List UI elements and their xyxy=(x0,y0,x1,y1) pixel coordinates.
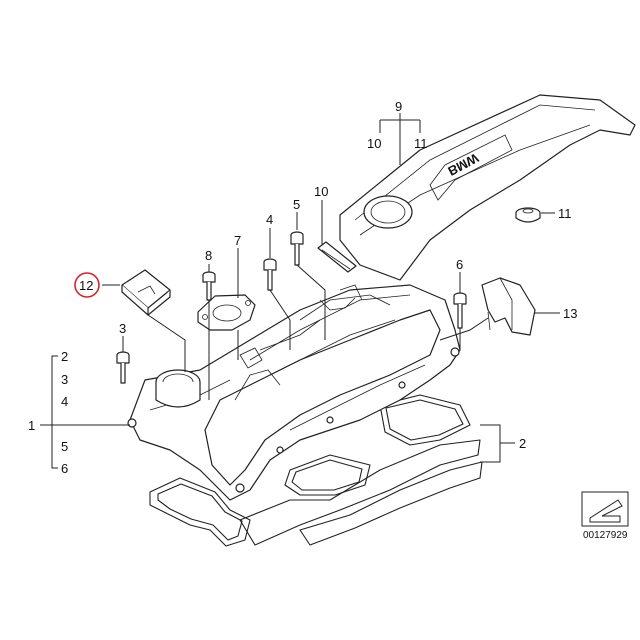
callout-9: 9 xyxy=(395,99,402,114)
bolt-8 xyxy=(202,271,216,301)
callout-2-list: 2 xyxy=(61,349,68,364)
bolt-4 xyxy=(263,258,277,291)
callout-5-list: 5 xyxy=(61,439,68,454)
callout-2: 2 xyxy=(519,436,526,451)
engine-cover: BMW xyxy=(339,94,636,281)
rubber-grommet xyxy=(515,207,541,223)
bracket xyxy=(481,277,536,336)
leader-lines xyxy=(40,113,560,469)
stud-5 xyxy=(290,231,304,266)
flange-seal xyxy=(197,294,256,331)
callout-labels: 9 10 11 10 11 4 5 8 7 6 13 3 1 2 3 4 5 6… xyxy=(28,99,577,476)
callout-7: 7 xyxy=(234,233,241,248)
callout-8: 8 xyxy=(205,248,212,263)
callout-4-list: 4 xyxy=(61,394,68,409)
callout-13: 13 xyxy=(563,306,577,321)
bolt-6 xyxy=(453,292,467,329)
cap xyxy=(121,269,171,316)
callout-12: 12 xyxy=(79,278,93,293)
callout-3: 3 xyxy=(119,321,126,336)
image-code-badge: 00127929 xyxy=(581,491,629,541)
callout-12-highlight-ring xyxy=(74,272,100,298)
valve-cover-gasket xyxy=(149,394,483,547)
callout-10: 10 xyxy=(314,184,328,199)
callout-6: 6 xyxy=(456,257,463,272)
direction-arrow-icon xyxy=(589,499,623,523)
image-code: 00127929 xyxy=(583,530,628,541)
cylinder-head-cover xyxy=(127,284,461,501)
callout-6-list: 6 xyxy=(61,461,68,476)
seal-strip xyxy=(317,241,357,273)
callout-11: 11 xyxy=(558,206,572,221)
bolt-3 xyxy=(116,351,130,384)
callout-3-list: 3 xyxy=(61,372,68,387)
callout-1: 1 xyxy=(28,418,35,433)
callout-4: 4 xyxy=(266,212,273,227)
callout-5: 5 xyxy=(293,197,300,212)
callout-11-cover: 11 xyxy=(414,136,428,151)
callout-10-cover: 10 xyxy=(367,136,381,151)
